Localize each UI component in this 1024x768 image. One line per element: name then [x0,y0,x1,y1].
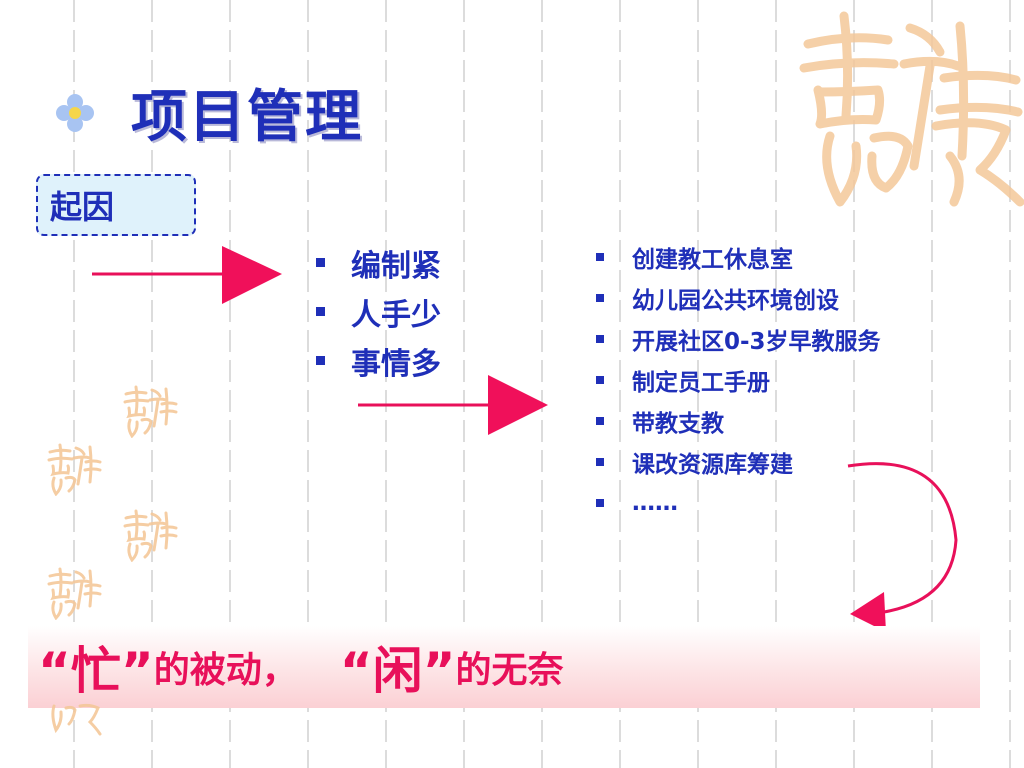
list-item: 幼儿园公共环境创设 [596,277,881,318]
idle-quote: “闲” [339,642,456,700]
cause-label: 起因 [50,188,115,226]
square-bullet-icon [596,334,604,343]
square-bullet-icon [596,498,604,507]
square-bullet-icon [316,258,325,267]
reason-text: 编制紧 [351,248,441,284]
idle-suffix: 的无奈 [455,650,564,691]
conclusion-text: “忙” 的被动， “闲” 的无奈 [38,626,564,708]
reason-text: 人手少 [351,297,441,333]
initiative-text: 带教支教 [632,410,724,437]
title-row: 项目管理 [55,72,363,153]
busy-suffix: 的被动， [153,650,298,691]
auspicious-seal-small-2 [47,443,102,496]
initiative-text: 幼儿园公共环境创设 [632,287,839,314]
list-item: 人手少 [316,287,441,336]
list-item: 创建教工休息室 [596,236,881,277]
conclusion-banner [28,626,980,708]
list-item: 编制紧 [316,238,441,287]
list-item: …… [596,482,881,523]
initiatives-list: 创建教工休息室 幼儿园公共环境创设 开展社区0-3岁早教服务 制定员工手册 带教… [596,236,881,523]
reasons-list: 编制紧 人手少 事情多 [316,238,441,385]
square-bullet-icon [316,307,325,316]
auspicious-seal-small-3 [123,509,178,562]
list-item: 课改资源库筹建 [596,441,881,482]
page-title: 项目管理 [131,85,363,150]
initiative-text: 课改资源库筹建 [632,451,793,478]
busy-quote: “忙” [38,642,154,700]
cause-box: 起因 [36,174,196,236]
square-bullet-icon [596,293,604,302]
flower-bullet-icon [56,93,94,132]
arrow-to-reasons [92,246,282,304]
list-item: 事情多 [316,336,441,385]
auspicious-seal-small-1 [123,385,178,438]
square-bullet-icon [316,356,325,365]
auspicious-seal-large [799,11,1024,207]
initiative-text: 创建教工休息室 [632,246,793,273]
auspicious-seal-small-5 [51,703,102,736]
list-item: 开展社区0-3岁早教服务 [596,318,881,359]
initiative-text: …… [632,489,678,516]
square-bullet-icon [596,457,604,466]
initiative-text: 开展社区0-3岁早教服务 [632,328,881,355]
square-bullet-icon [596,416,604,425]
reason-text: 事情多 [351,346,441,382]
list-item: 制定员工手册 [596,359,881,400]
square-bullet-icon [596,252,604,261]
square-bullet-icon [596,375,604,384]
auspicious-seal-small-4 [47,567,102,620]
initiative-text: 制定员工手册 [632,369,770,396]
list-item: 带教支教 [596,400,881,441]
